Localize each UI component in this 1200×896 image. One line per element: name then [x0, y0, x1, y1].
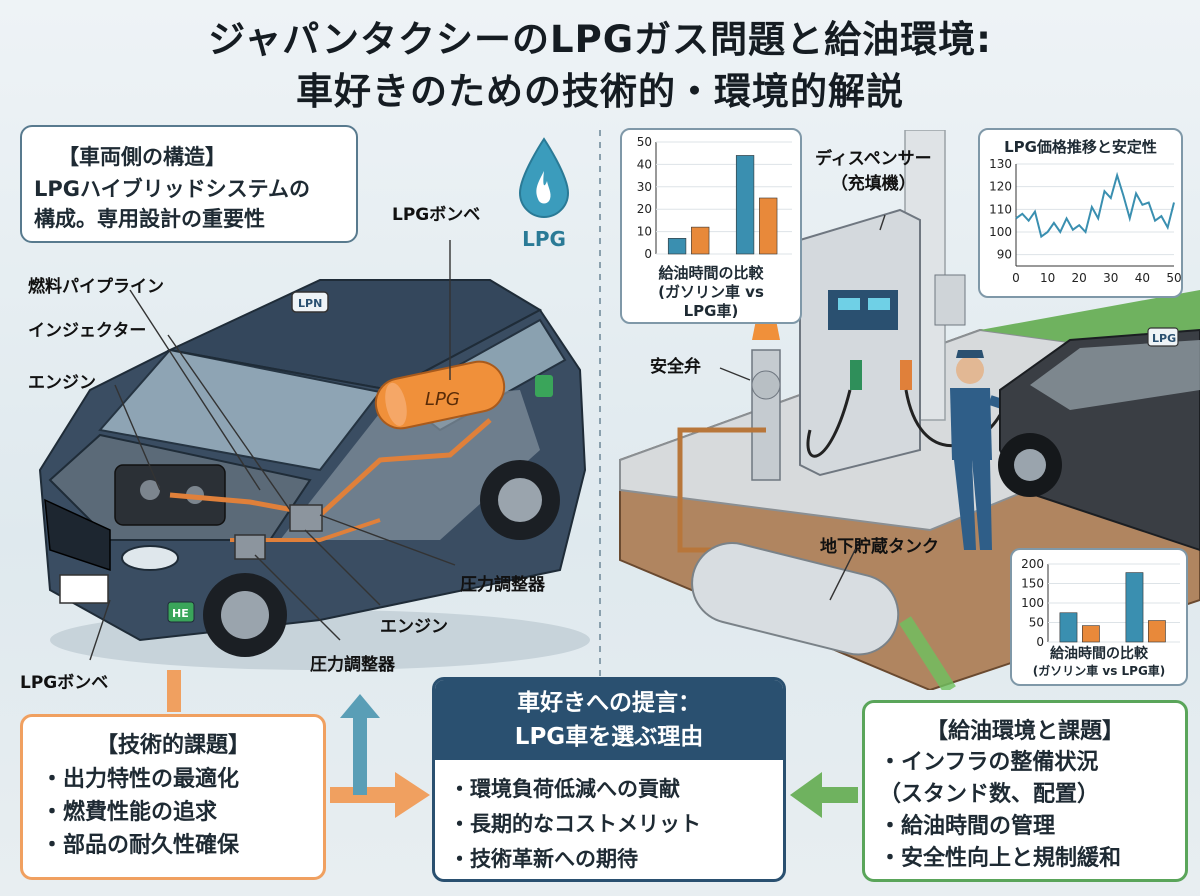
x-tick-label: 40: [1135, 271, 1150, 285]
proposal-heading-line-1: 車好きへの提言：: [517, 690, 701, 716]
chart-lpg-price-plot: 90 100 110 120 130 0 10 20 30 40 50: [989, 157, 1181, 285]
refuel-environment-box: 【給油環境と課題】 ・インフラの整備状況 （スタンド数、配置） ・給油時間の管理…: [862, 700, 1188, 882]
label-pressure-regulator-bottom: 圧力調整器: [310, 655, 395, 675]
y-tick-label: 10: [637, 225, 652, 239]
taxi-cutaway-illustration: LPG LPN HE: [38, 240, 590, 670]
x-tick-label: 20: [1072, 271, 1087, 285]
chart-refuel-time-1-caption: 給油時間の比較 (ガソリン車 vs LPG車): [622, 264, 800, 321]
y-tick-label: 50: [1029, 616, 1044, 630]
technical-challenges-box: 【技術的課題】 ・出力特性の最適化 ・燃費性能の追求 ・部品の耐久性確保: [20, 714, 326, 880]
y-tick-label: 100: [989, 225, 1012, 239]
technical-heading: 【技術的課題】: [95, 733, 250, 758]
chart-refuel-time-2: 0 50 100 150 200 給油時間の比較 (ガソリン車 vs LPG車): [1010, 548, 1188, 686]
label-dispenser-line-2: （充填機）: [830, 174, 916, 194]
chart3-caption-line-2: (ガソリン車 vs LPG車): [1032, 664, 1166, 678]
x-tick-label: 10: [1040, 271, 1055, 285]
y-tick-label: 50: [637, 135, 652, 149]
refuel-heading: 【給油環境と課題】: [925, 719, 1124, 744]
proposal-item: ・長期的なコストメリット: [449, 812, 701, 836]
y-tick-label: 0: [1036, 635, 1044, 649]
page-title: ジャパンタクシーのLPGガス問題と給油環境: 車好きのための技術的・環境的解説: [0, 14, 1200, 118]
y-tick-label: 20: [637, 202, 652, 216]
title-line-2: 車好きのための技術的・環境的解説: [296, 70, 904, 113]
title-line-1: ジャパンタクシーのLPGガス問題と給油環境:: [208, 18, 992, 61]
lpg-drop-icon: LPG: [514, 135, 574, 255]
chart1-caption-line-2: (ガソリン車 vs: [658, 283, 764, 301]
y-tick-label: 0: [644, 247, 652, 261]
label-lpg-cylinder-top: LPGボンベ: [392, 205, 481, 225]
bar: [667, 238, 687, 255]
y-tick-label: 90: [997, 248, 1012, 262]
label-dispenser: ディスペンサー （充填機）: [815, 144, 932, 194]
chart-refuel-time-2-caption: 給油時間の比較 (ガソリン車 vs LPG車): [1012, 646, 1186, 680]
structure-callout: 【車両側の構造】 LPGハイブリッドシステムの 構成。専用設計の重要性: [20, 125, 358, 243]
chart-refuel-time-1: 0 10 20 30 40 50 給油時間の比較 (ガソリン車 vs LPG車): [620, 128, 802, 324]
bar: [1082, 625, 1100, 643]
label-injector: インジェクター: [28, 321, 147, 341]
center-divider: [599, 130, 601, 690]
label-dispenser-line-1: ディスペンサー: [815, 149, 932, 169]
proposal-item: ・環境負荷低減への貢献: [449, 777, 680, 801]
y-tick-label: 120: [989, 180, 1012, 194]
label-pressure-regulator-right: 圧力調整器: [460, 575, 545, 595]
structure-line-1: LPGハイブリッドシステムの: [34, 177, 310, 201]
x-tick-label: 30: [1103, 271, 1118, 285]
label-lpg-cylinder-bottom: LPGボンベ: [20, 673, 109, 693]
bar: [735, 155, 755, 255]
chart-lpg-price-title: LPG価格推移と安定性: [1004, 138, 1157, 156]
bar: [1059, 612, 1078, 643]
technical-item: ・部品の耐久性確保: [41, 833, 240, 858]
flow-arrows: [167, 670, 858, 818]
proposal-header: 車好きへの提言： LPG車を選ぶ理由: [435, 680, 783, 760]
refuel-item: （スタンド数、配置）: [879, 782, 1100, 807]
technical-item: ・出力特性の最適化: [41, 767, 240, 792]
y-tick-label: 200: [1021, 557, 1044, 571]
tank-label: LPG: [425, 389, 460, 410]
technical-item: ・燃費性能の追求: [41, 800, 218, 825]
chart-lpg-price: LPG価格推移と安定性 90 100 110 120 130 0 10 20 30 40 50: [978, 128, 1183, 298]
chart-refuel-time-2-plot: 0 50 100 150 200: [1021, 557, 1180, 649]
label-engine-left: エンジン: [28, 373, 96, 393]
roof-sign: LPN: [298, 297, 322, 310]
x-tick-label: 0: [1012, 271, 1020, 285]
y-tick-label: 110: [989, 202, 1012, 216]
refuel-item: ・安全性向上と規制緩和: [879, 846, 1122, 871]
x-tick-label: 50: [1166, 271, 1181, 285]
y-tick-label: 30: [637, 180, 652, 194]
chart3-caption-line-1: 給油時間の比較: [1050, 646, 1148, 662]
chart-refuel-time-1-plot: 0 10 20 30 40 50: [637, 135, 792, 261]
proposal-heading-line-2: LPG車を選ぶ理由: [514, 724, 704, 750]
bar: [691, 226, 710, 255]
structure-heading: 【車両側の構造】: [58, 145, 226, 169]
bar: [759, 197, 778, 255]
y-tick-label: 130: [989, 157, 1012, 171]
structure-line-2: 構成。専用設計の重要性: [34, 207, 265, 231]
y-tick-label: 100: [1021, 596, 1044, 610]
y-tick-label: 150: [1021, 577, 1044, 591]
lpg-drop-label: LPG: [522, 227, 566, 251]
chart1-caption-line-3: LPG車): [683, 302, 739, 320]
label-safety-valve: 安全弁: [650, 357, 701, 377]
teal-arrow-head: [340, 694, 380, 718]
bar: [1125, 572, 1144, 643]
station-taxi-roof-sign: LPG: [1152, 332, 1176, 345]
green-arrow-head: [790, 772, 822, 818]
label-fuel-pipeline: 燃料パイプライン: [28, 277, 164, 297]
price-line: [1015, 171, 1175, 239]
label-engine-bottom: エンジン: [380, 617, 448, 637]
chart1-caption-line-1: 給油時間の比較: [658, 264, 764, 282]
y-tick-label: 40: [637, 157, 652, 171]
proposal-item: ・技術革新への期待: [449, 847, 638, 871]
plate-badge: HE: [172, 607, 189, 620]
refuel-station-illustration: LPG: [619, 130, 1200, 690]
refuel-item: ・インフラの整備状況: [879, 750, 1099, 775]
bar: [1148, 620, 1166, 643]
refuel-item: ・給油時間の管理: [879, 814, 1056, 839]
proposal-box: 車好きへの提言： LPG車を選ぶ理由 ・環境負荷低減への貢献 ・長期的なコストメ…: [432, 677, 786, 882]
orange-arrow-head: [395, 772, 430, 818]
label-underground-tank: 地下貯蔵タンク: [820, 537, 939, 557]
